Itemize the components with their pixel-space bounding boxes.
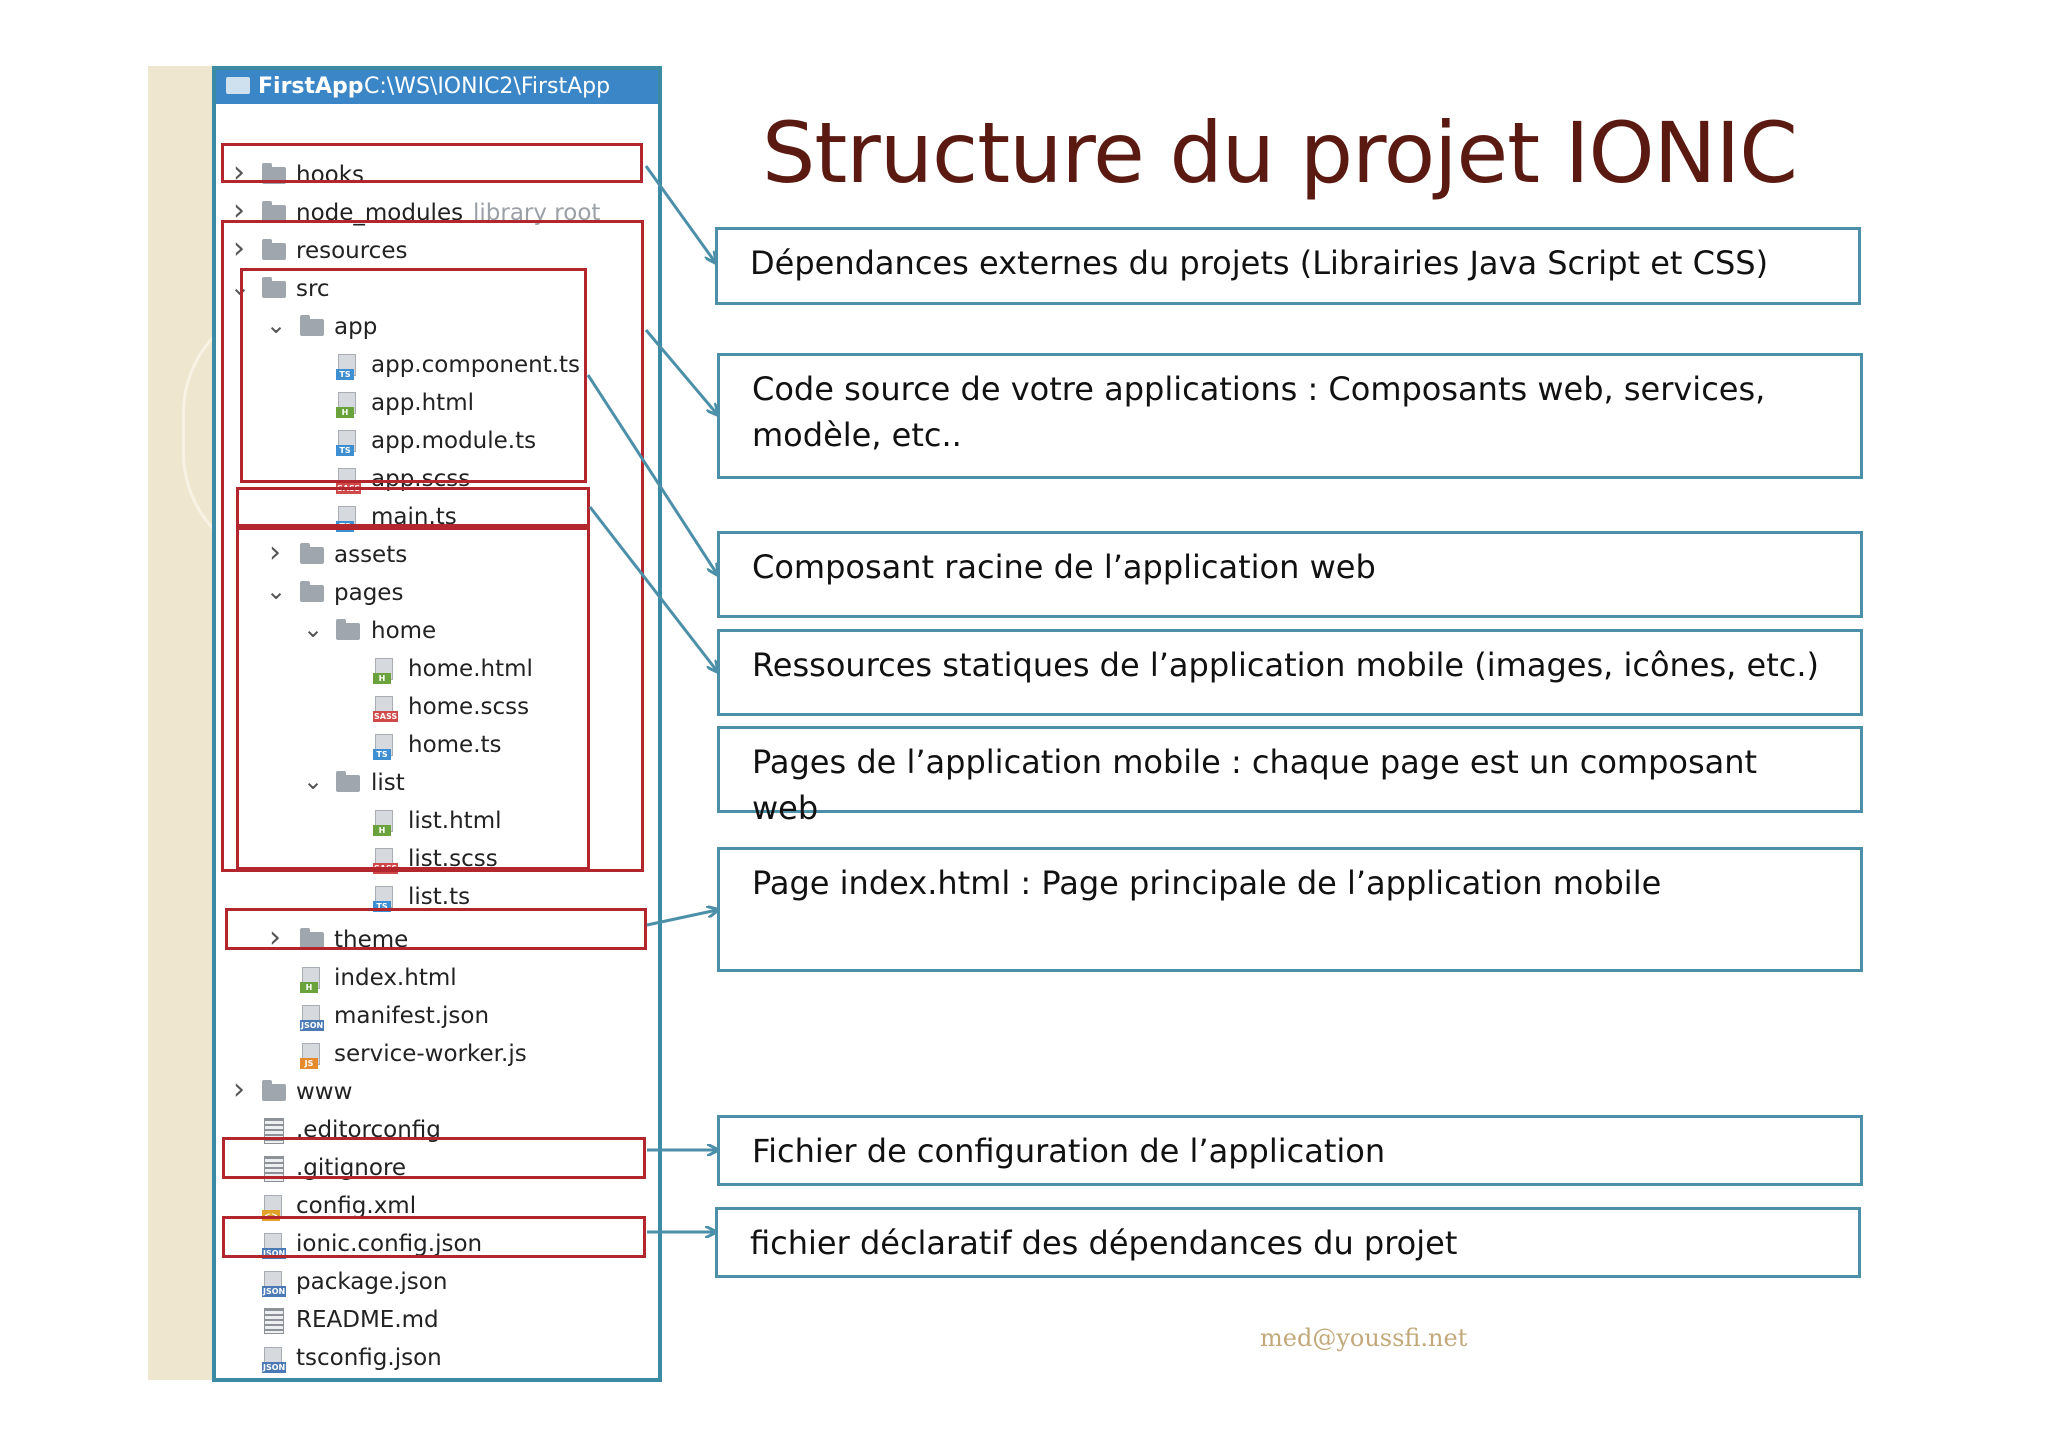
folder-icon <box>336 619 360 640</box>
tree-item-label: hooks <box>296 162 365 188</box>
tree-item-label: list.html <box>408 808 502 834</box>
file-icon: JSON <box>262 1347 287 1373</box>
tree-item-app[interactable]: app <box>216 308 658 346</box>
tree-item-label: app.module.ts <box>371 428 537 454</box>
folder-icon <box>262 1080 286 1101</box>
text-file-icon <box>264 1156 284 1182</box>
tree-item-label: service-worker.js <box>334 1041 527 1067</box>
arrow-assets <box>588 506 717 671</box>
description-index-html: Page index.html : Page principale de l’a… <box>717 847 1863 972</box>
description-app: Composant racine de l’application web <box>717 531 1863 618</box>
tree-item-label: resources <box>296 238 408 264</box>
tree-item-label: home.ts <box>408 732 502 758</box>
folder-icon <box>262 239 286 260</box>
file-icon: <> <box>262 1195 284 1221</box>
folder-icon <box>262 201 286 222</box>
file-icon: JSON <box>262 1233 287 1259</box>
folder-icon <box>300 581 324 602</box>
description-config-xml: Fichier de configuration de l’applicatio… <box>717 1115 1863 1186</box>
file-icon: TS <box>373 734 395 760</box>
file-icon: JS <box>300 1043 322 1069</box>
project-header[interactable]: FirstApp C:\WS\IONIC2\FirstApp <box>216 70 658 104</box>
tree-item-app-component-ts[interactable]: TS app.component.ts <box>216 346 658 384</box>
tree-item-manifest-json[interactable]: JSON manifest.json <box>216 997 658 1035</box>
text-file-icon <box>264 1308 284 1334</box>
tree-item-list-ts[interactable]: TS list.ts <box>216 878 658 916</box>
description-assets: Ressources statiques de l’application mo… <box>717 629 1863 716</box>
tree-item-config-xml[interactable]: <> config.xml <box>216 1187 658 1225</box>
tree-item-label: home.html <box>408 656 533 682</box>
tree-item-hooks[interactable]: hooks <box>216 156 658 194</box>
tree-item-ionic-config-json[interactable]: JSON ionic.config.json <box>216 1225 658 1263</box>
tree-item-home-scss[interactable]: SASS home.scss <box>216 688 658 726</box>
tree-item-tsconfig-json[interactable]: JSON tsconfig.json <box>216 1339 658 1377</box>
tree-item-label: README.md <box>296 1307 439 1333</box>
footer-email: med@youssfi.net <box>1260 1324 1468 1352</box>
tree-item-list[interactable]: list <box>216 764 658 802</box>
arrow-src <box>644 329 717 414</box>
tree-item-resources[interactable]: resources <box>216 232 658 270</box>
tree-item-pages[interactable]: pages <box>216 574 658 612</box>
arrow-index-html <box>646 910 717 927</box>
folder-icon <box>336 771 360 792</box>
description-package-json: fichier déclaratif des dépendances du pr… <box>715 1207 1861 1278</box>
description-src: Code source de votre applications : Comp… <box>717 353 1863 479</box>
tree-item-label: tsconfig.json <box>296 1345 442 1371</box>
file-icon: JSON <box>300 1005 325 1031</box>
tree-item-home-ts[interactable]: TS home.ts <box>216 726 658 764</box>
file-icon: TS <box>336 354 358 380</box>
tree-item-readme-md[interactable]: README.md <box>216 1301 658 1339</box>
tree-item-label: pages <box>334 580 404 606</box>
project-path: C:\WS\IONIC2\FirstApp <box>364 74 611 99</box>
file-icon: H <box>373 810 395 836</box>
tree-item-label: assets <box>334 542 408 568</box>
file-icon: H <box>300 967 322 993</box>
description-node-modules: Dépendances externes du projets (Librair… <box>715 227 1861 305</box>
tree-item-label: home <box>371 618 437 644</box>
tree-item-app-module-ts[interactable]: TS app.module.ts <box>216 422 658 460</box>
tree-item-label: ionic.config.json <box>296 1231 483 1257</box>
tree-item-label: home.scss <box>408 694 530 720</box>
file-icon: H <box>373 658 395 684</box>
tree-item-assets[interactable]: assets <box>216 536 658 574</box>
file-icon: JSON <box>262 1271 287 1297</box>
file-icon: TS <box>373 886 395 912</box>
tree-item-label: index.html <box>334 965 457 991</box>
tree-item-label: src <box>296 276 330 302</box>
tree-item-www[interactable]: www <box>216 1073 658 1111</box>
tree-item-label: list <box>371 770 405 796</box>
slide-title: Structure du projet IONIC <box>762 104 1798 202</box>
folder-icon <box>300 543 324 564</box>
description-pages: Pages de l’application mobile : chaque p… <box>717 726 1863 827</box>
tree-item-label: www <box>296 1079 353 1105</box>
file-icon: SASS <box>373 696 399 722</box>
tree-item-home[interactable]: home <box>216 612 658 650</box>
tree-item-label: app <box>334 314 378 340</box>
tree-item-package-json[interactable]: JSON package.json <box>216 1263 658 1301</box>
folder-icon <box>300 315 324 336</box>
tree-item-src[interactable]: src <box>216 270 658 308</box>
folder-icon <box>262 277 286 298</box>
file-icon: H <box>336 392 358 418</box>
slide-decoration <box>148 66 214 1380</box>
arrow-node-modules <box>644 165 715 262</box>
folder-icon <box>262 163 286 184</box>
arrow-app <box>586 374 717 574</box>
tree-item-label: config.xml <box>296 1193 417 1219</box>
folder-icon <box>226 77 250 94</box>
tree-item-label: app.component.ts <box>371 352 581 378</box>
tree-item-label: package.json <box>296 1269 448 1295</box>
file-icon: TS <box>336 430 358 456</box>
tree-item-label: list.ts <box>408 884 471 910</box>
project-name: FirstApp <box>258 74 364 99</box>
tree-item-service-worker-js[interactable]: JS service-worker.js <box>216 1035 658 1073</box>
folder-icon <box>300 928 324 949</box>
tree-item-label: manifest.json <box>334 1003 490 1029</box>
tree-item-label: app.html <box>371 390 474 416</box>
